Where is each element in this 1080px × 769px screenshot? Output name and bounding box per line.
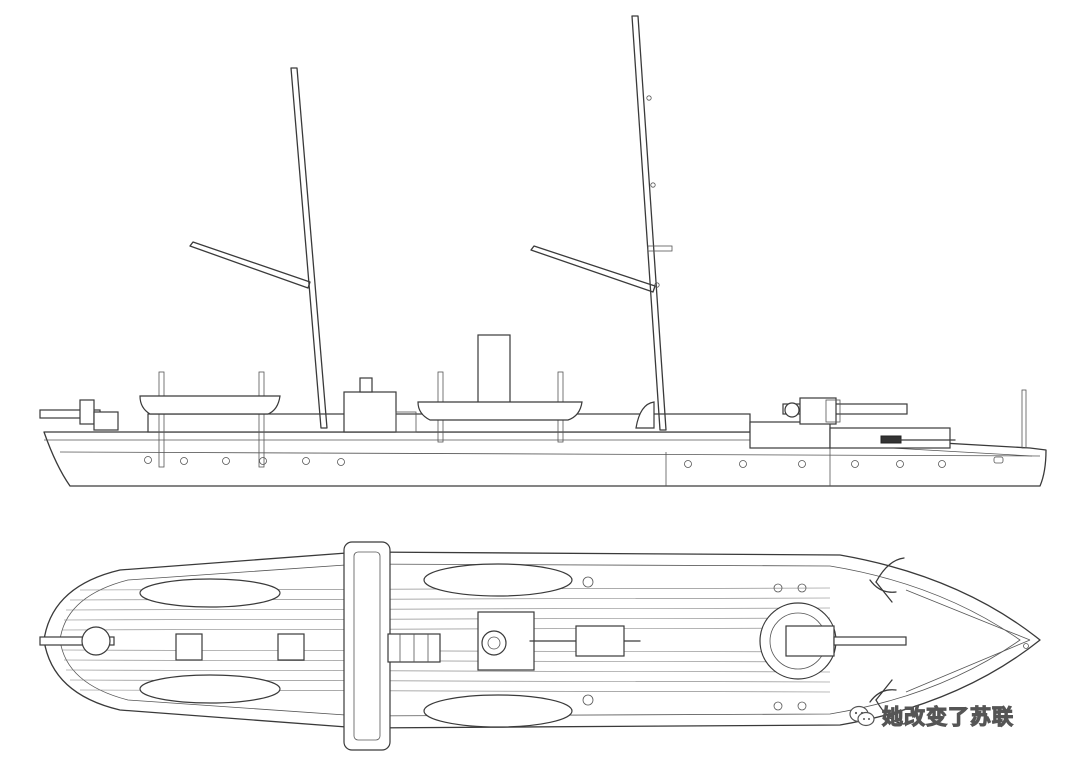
watermark-text: 她改变了苏联 [881, 704, 1014, 729]
anchor-port [869, 557, 905, 603]
hull-side [43, 431, 1047, 487]
bow-gun [782, 397, 908, 425]
deckhouse [343, 391, 397, 433]
watermark: 她改变了苏联 [848, 700, 1014, 732]
bridge [343, 541, 391, 751]
side-elevation [39, 15, 1047, 487]
stern-gun [39, 399, 119, 431]
anchor-starboard [869, 679, 905, 725]
plan-boat-4 [423, 694, 573, 728]
deck-plan [39, 541, 1041, 751]
hull-plan [43, 551, 1041, 729]
plan-boat-2 [139, 674, 281, 704]
funnel-top [481, 630, 507, 656]
fore-gaff [189, 241, 311, 289]
ship-boat-fore [139, 395, 281, 415]
portholes [144, 456, 1004, 468]
plan-boat-3 [423, 563, 573, 597]
fore-mast [290, 67, 328, 429]
wechat-logo-icon [849, 705, 875, 727]
main-gaff [530, 245, 656, 293]
main-mast [631, 15, 667, 431]
plan-boat-1 [139, 578, 281, 608]
ship-boat-aft [417, 401, 583, 421]
